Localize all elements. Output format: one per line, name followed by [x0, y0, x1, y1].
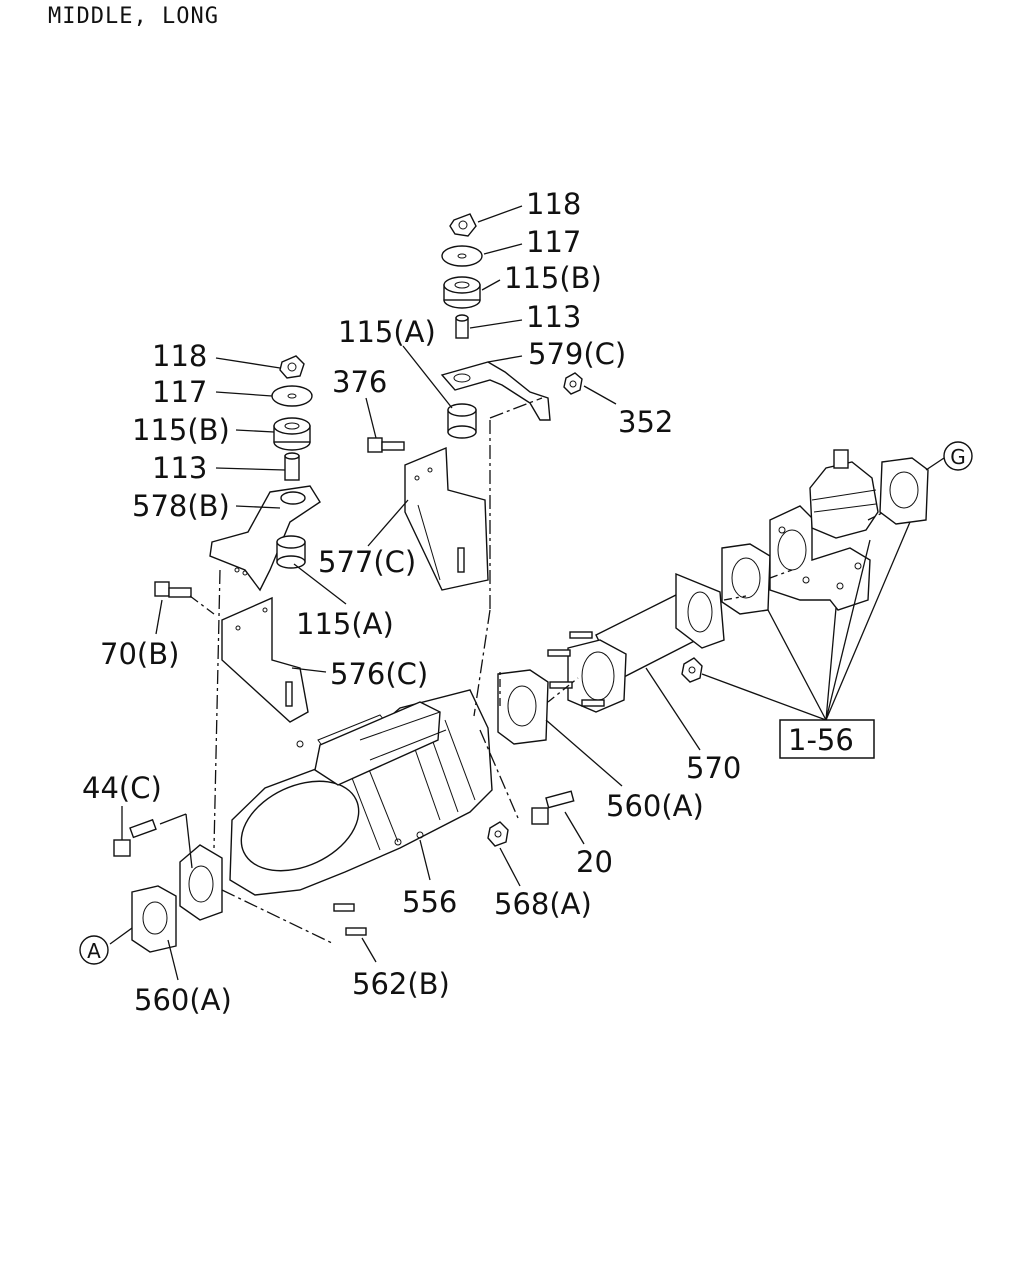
- label-568a: 568(A): [494, 887, 592, 921]
- nut-118-top: [449, 213, 477, 237]
- studs-562b: [333, 903, 367, 936]
- bushing-115b-left: [273, 417, 311, 451]
- label-44c: 44(C): [82, 771, 162, 805]
- bolt-70b: [154, 581, 192, 598]
- washer-117-left: [271, 385, 313, 407]
- bolt-376: [367, 437, 405, 453]
- collar-113-top: [455, 314, 469, 339]
- marker-a: A: [79, 935, 109, 965]
- diagram-title: MIDDLE, LONG: [48, 4, 219, 29]
- gasket-560a-bottom: [131, 885, 177, 953]
- catalytic-converter-556: [229, 689, 493, 896]
- label-115b-top: 115(B): [504, 261, 602, 295]
- marker-a-label: A: [87, 939, 101, 963]
- collar-113-left: [284, 452, 300, 481]
- label-117-top: 117: [526, 225, 581, 259]
- label-560a-mid: 560(A): [606, 789, 704, 823]
- label-352: 352: [618, 405, 673, 439]
- label-113-top: 113: [526, 300, 581, 334]
- inlet-flange: [179, 844, 223, 921]
- label-70b: 70(B): [100, 637, 179, 671]
- bushing-115b-top: [443, 276, 481, 309]
- gasket-560a-mid: [497, 669, 549, 745]
- bolt-44c: [113, 818, 157, 857]
- label-113-left: 113: [152, 451, 207, 485]
- bolt-20: [531, 790, 575, 825]
- bracket-577c: [404, 446, 489, 591]
- leader-lines: [109, 205, 945, 981]
- nut-568a: [487, 821, 509, 847]
- label-578b: 578(B): [132, 489, 230, 523]
- label-376: 376: [332, 365, 387, 399]
- label-577c: 577(C): [318, 545, 416, 579]
- label-118-left: 118: [152, 339, 207, 373]
- nut-352: [563, 372, 583, 395]
- gasket-right-1: [721, 543, 771, 615]
- label-579c: 579(C): [528, 337, 626, 371]
- label-560a-bottom: 560(A): [134, 983, 232, 1017]
- marker-g-label: G: [950, 445, 966, 469]
- bracket-579c: [440, 361, 551, 421]
- exhaust-pipe-570: [547, 572, 725, 713]
- nut-pipe: [681, 657, 703, 683]
- label-562b: 562(B): [352, 967, 450, 1001]
- label-570: 570: [686, 751, 741, 785]
- label-556: 556: [402, 885, 457, 919]
- washer-117-top: [441, 245, 483, 267]
- label-115a-top: 115(A): [338, 315, 436, 349]
- reference-box-1-56: 1-56: [779, 719, 875, 759]
- marker-g: G: [943, 441, 973, 471]
- label-118-top: 118: [526, 187, 581, 221]
- bushing-115a-top: [447, 403, 477, 439]
- bracket-578b: [209, 485, 321, 592]
- nut-118-left: [279, 355, 305, 379]
- label-20: 20: [576, 845, 613, 879]
- label-115b-left: 115(B): [132, 413, 230, 447]
- bushing-115a-left: [276, 535, 306, 569]
- label-117-left: 117: [152, 375, 207, 409]
- brake-valve-body: [769, 449, 879, 611]
- bracket-576c: [221, 596, 309, 723]
- reference-box-label: 1-56: [788, 723, 854, 757]
- label-115a-left: 115(A): [296, 607, 394, 641]
- label-576c: 576(C): [330, 657, 428, 691]
- gasket-right-2: [879, 457, 929, 525]
